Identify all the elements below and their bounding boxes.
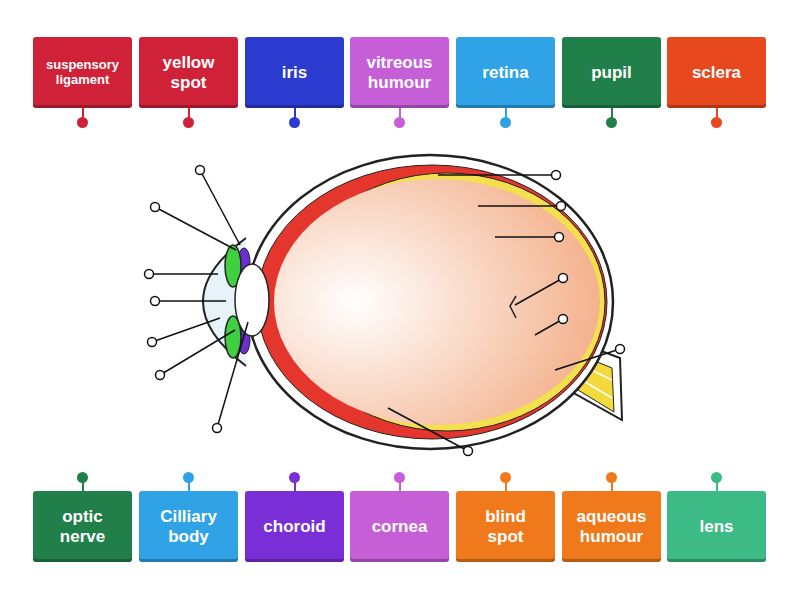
tile-label: choroid <box>263 517 325 537</box>
tile-label: optic nerve <box>43 507 122 546</box>
leader-line <box>388 408 468 451</box>
leader-line <box>217 322 248 428</box>
leader-line <box>495 236 559 238</box>
drop-targets <box>145 166 625 456</box>
drop-target <box>464 447 473 456</box>
drop-target <box>557 202 566 211</box>
drop-target <box>156 371 165 380</box>
label-tile: blind spot <box>456 491 555 562</box>
tile-label: retina <box>482 63 528 83</box>
label-tile: retina <box>456 37 555 108</box>
drop-target <box>559 274 568 283</box>
drop-target <box>151 203 160 212</box>
tile-pin <box>500 472 511 483</box>
drop-target <box>145 270 154 279</box>
label-tile: aqueous humour <box>562 491 661 562</box>
leader-lines <box>149 170 620 451</box>
tile-pin <box>500 117 511 128</box>
tile-pin <box>606 117 617 128</box>
drop-target <box>213 424 222 433</box>
label-tile: pupil <box>562 37 661 108</box>
tile-pin <box>606 472 617 483</box>
blind-spot-notch <box>510 296 516 318</box>
leader-line <box>438 174 556 176</box>
leader-line <box>515 278 563 305</box>
drop-target <box>151 297 160 306</box>
vitreous-shape <box>274 179 600 425</box>
label-tile: vitreous humour <box>350 37 449 108</box>
label-tile: iris <box>245 37 344 108</box>
drop-target <box>559 315 568 324</box>
drop-target <box>555 233 564 242</box>
leader-line <box>155 300 226 302</box>
label-tile: yellow spot <box>139 37 238 108</box>
label-tile: optic nerve <box>33 491 132 562</box>
leader-line <box>152 318 220 342</box>
tile-label: Cilliary body <box>149 507 228 546</box>
drop-target <box>616 345 625 354</box>
tile-label: yellow spot <box>149 53 228 92</box>
choroid-shape <box>257 165 607 439</box>
leader-line <box>160 330 235 375</box>
tile-label: pupil <box>591 63 632 83</box>
drop-target <box>552 171 561 180</box>
tile-pin <box>711 472 722 483</box>
tile-pin <box>183 472 194 483</box>
tile-label: vitreous humour <box>360 53 439 92</box>
leader-line <box>149 273 218 275</box>
tile-pin <box>183 117 194 128</box>
tile-label: aqueous humour <box>572 507 651 546</box>
label-tile: cornea <box>350 491 449 562</box>
tile-pin <box>289 117 300 128</box>
lens-shape <box>235 264 269 336</box>
label-tile: suspensory ligament <box>33 37 132 108</box>
drop-target <box>148 338 157 347</box>
sclera-shape <box>247 155 613 449</box>
tile-pin <box>394 117 405 128</box>
tile-label: iris <box>282 63 308 83</box>
tile-pin <box>394 472 405 483</box>
tile-label: lens <box>699 517 733 537</box>
tile-label: suspensory ligament <box>43 58 122 88</box>
label-tile: sclera <box>667 37 766 108</box>
tile-label: sclera <box>692 63 741 83</box>
label-tile: Cilliary body <box>139 491 238 562</box>
leader-line <box>155 207 236 250</box>
tile-label: blind spot <box>466 507 545 546</box>
tile-pin <box>711 117 722 128</box>
tile-label: cornea <box>372 517 428 537</box>
label-tile: choroid <box>245 491 344 562</box>
leader-line <box>478 205 561 207</box>
leader-line <box>555 349 620 370</box>
drop-target <box>196 166 205 175</box>
label-tile: lens <box>667 491 766 562</box>
tile-pin <box>77 117 88 128</box>
tile-pin <box>289 472 300 483</box>
tile-pin <box>77 472 88 483</box>
